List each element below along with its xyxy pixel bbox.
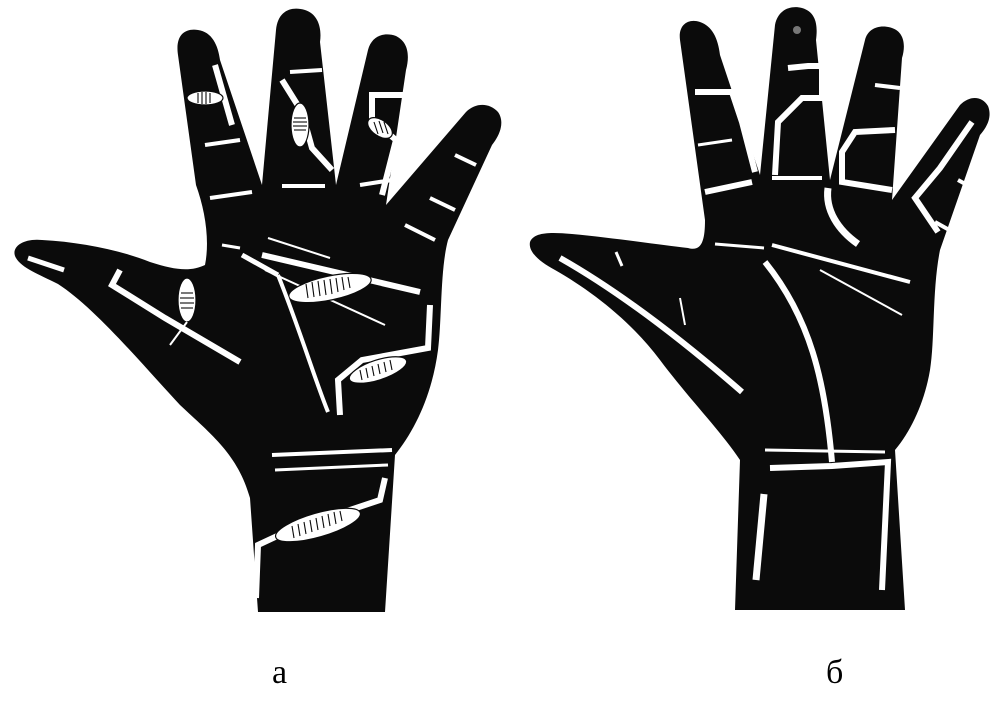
line-a-middle-1 [290,70,322,72]
hand-diagram-a [0,0,520,640]
hand-a-svg [0,0,520,640]
line-b-wrist-1 [765,450,885,452]
hand-b-svg [520,0,990,640]
panel-label-a: а [272,656,287,690]
eye-a-index [187,91,223,105]
panel-label-b: б [826,656,843,690]
eye-a-thumb [178,278,196,322]
hand-diagram-b [520,0,990,640]
eye-a-middle [291,103,309,147]
speck-b [793,26,801,34]
